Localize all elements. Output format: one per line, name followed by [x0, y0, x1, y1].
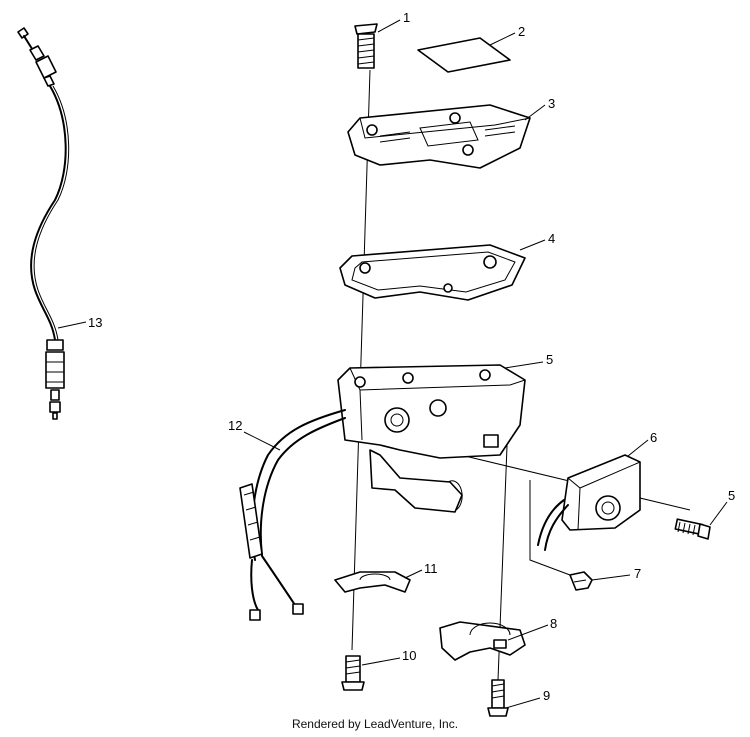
part-5-screw[interactable]: [674, 518, 711, 540]
callout-11: 11: [424, 561, 438, 576]
callout-1: 1: [403, 10, 410, 25]
part-6-switch-module[interactable]: [537, 454, 641, 551]
part-10-screw[interactable]: [341, 655, 365, 691]
footer-credit: Rendered by LeadVenture, Inc.: [291, 717, 459, 731]
callout-9: 9: [543, 688, 550, 703]
part-4-gasket[interactable]: [339, 244, 526, 301]
callout-8: 8: [550, 616, 557, 631]
callout-7: 7: [634, 566, 641, 581]
part-9-screw[interactable]: [487, 679, 509, 717]
callout-labels: 1 2 3 4 5 6 5 7 8 9 10 11 12 13: [88, 10, 735, 703]
part-3-top-cover[interactable]: [347, 104, 531, 169]
part-1-screw[interactable]: [354, 23, 378, 69]
callout-5-screw: 5: [728, 488, 735, 503]
callout-leader-lines: [57, 19, 728, 709]
callout-10: 10: [402, 648, 416, 663]
callout-13: 13: [88, 315, 102, 330]
part-8-lower-clamp[interactable]: [439, 621, 526, 661]
callout-6: 6: [650, 430, 657, 445]
part-13-cable[interactable]: [17, 27, 70, 420]
callout-2: 2: [518, 24, 525, 39]
part-11-clamp[interactable]: [334, 571, 411, 593]
callout-3: 3: [548, 96, 555, 111]
callout-5: 5: [546, 352, 553, 367]
part-12-wire-harness[interactable]: [239, 409, 346, 621]
part-7-bulb[interactable]: [569, 571, 593, 591]
part-2-decal[interactable]: [417, 37, 511, 73]
callout-4: 4: [548, 231, 555, 246]
part-5-housing[interactable]: [337, 364, 526, 513]
callout-12: 12: [228, 418, 242, 433]
